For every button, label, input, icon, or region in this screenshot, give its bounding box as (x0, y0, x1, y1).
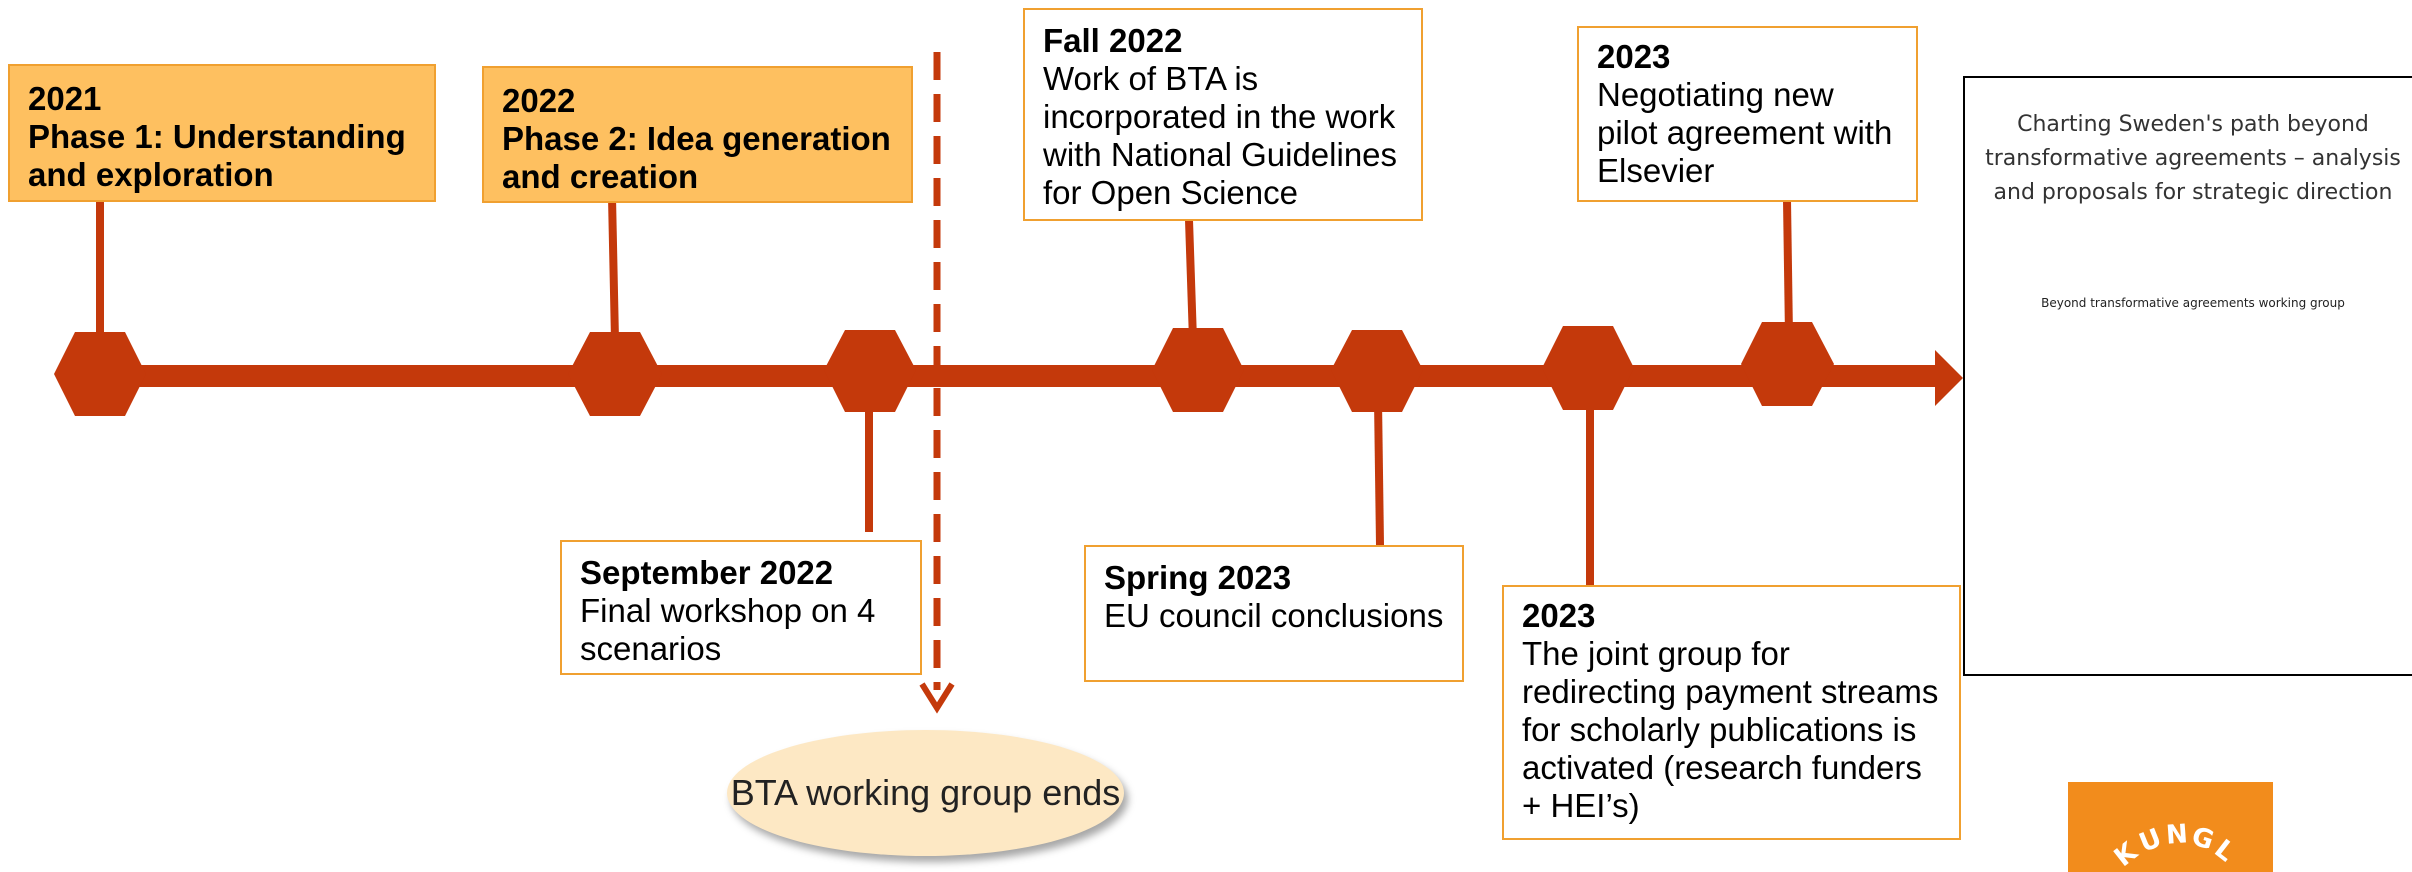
phase-2-box: 2022 Phase 2: Idea generation and creati… (482, 66, 913, 203)
event-2023-elsevier: 2023 Negotiating new pilot agreement wit… (1577, 26, 1918, 202)
phase-1-box: 2021 Phase 1: Understanding and explorat… (8, 64, 436, 202)
milestone-hexagon (824, 330, 916, 412)
event-description: Final workshop on 4 scenarios (580, 592, 876, 667)
connector-fall-2022 (1185, 219, 1197, 341)
event-description: The joint group for redirecting payment … (1522, 635, 1939, 824)
event-description: Negotiating new pilot agreement with Els… (1597, 76, 1893, 189)
logo-letter: N (2164, 819, 2189, 851)
milestone-hexagon (1152, 328, 1244, 412)
report-cover-thumbnail: Charting Sweden's path beyond transforma… (1963, 76, 2412, 676)
connector-phase-2 (608, 196, 619, 341)
working-group-ends-label: BTA working group ends (730, 772, 1121, 813)
kth-logo: K U N G L (2068, 782, 2273, 872)
timeline-arrowhead (1935, 350, 1963, 406)
milestone-hexagon (1741, 322, 1834, 406)
logo-letter: K (2108, 836, 2144, 872)
connector-spring-2023 (1374, 399, 1384, 546)
end-marker-arrowhead (919, 682, 955, 714)
milestone-hexagon (568, 332, 662, 416)
event-2023-joint-group: 2023 The joint group for redirecting pay… (1502, 585, 1961, 840)
milestone-hexagon (1542, 326, 1634, 410)
event-description: EU council conclusions (1104, 597, 1444, 634)
connector-2023-elsevier (1783, 199, 1793, 337)
working-group-ends-ellipse: BTA working group ends (727, 730, 1124, 856)
phase-2-title: Phase 2: Idea generation and creation (502, 120, 891, 195)
event-september-2022: September 2022 Final workshop on 4 scena… (560, 540, 922, 675)
report-title: Charting Sweden's path beyond transforma… (1985, 112, 2401, 205)
logo-letter: U (2135, 823, 2166, 859)
event-fall-2022: Fall 2022 Work of BTA is incorporated in… (1023, 8, 1423, 221)
phase-1-title: Phase 1: Understanding and exploration (28, 118, 406, 193)
milestone-hexagon (54, 332, 146, 416)
report-subtitle: Beyond transformative agreements working… (2041, 296, 2345, 310)
phase-2-date: 2022 (502, 82, 576, 119)
event-date: 2023 (1522, 597, 1596, 634)
event-date: Spring 2023 (1104, 559, 1292, 596)
event-date: September 2022 (580, 554, 834, 591)
event-date: Fall 2022 (1043, 22, 1183, 59)
phase-1-date: 2021 (28, 80, 102, 117)
event-description: Work of BTA is incorporated in the work … (1043, 60, 1398, 211)
event-spring-2023: Spring 2023 EU council conclusions (1084, 545, 1464, 682)
event-date: 2023 (1597, 38, 1671, 75)
milestone-hexagon (1331, 330, 1423, 412)
